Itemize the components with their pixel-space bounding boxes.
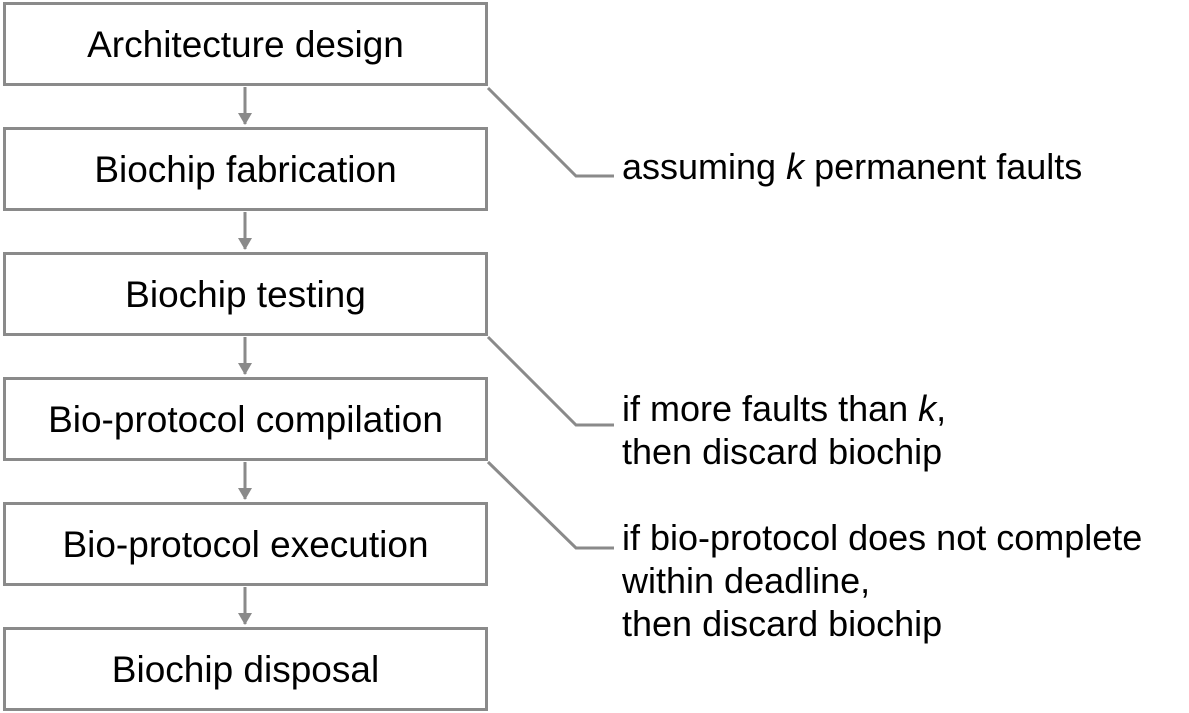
note-line: if bio-protocol does not complete [622, 517, 1143, 558]
note-line: if more faults than k, [622, 387, 946, 430]
note-line: then discard biochip [622, 431, 943, 472]
step-bio-protocol-compilation: Bio-protocol compilation [3, 377, 488, 461]
step-label: Biochip fabrication [94, 148, 397, 190]
leader-line-permanent-faults [486, 86, 614, 178]
note-execution-deadline: if bio-protocol does not complete within… [622, 516, 1142, 645]
leader-line-testing [486, 335, 614, 427]
step-biochip-testing: Biochip testing [3, 252, 488, 336]
note-line: then discard biochip [622, 603, 943, 644]
step-biochip-disposal: Biochip disposal [3, 627, 488, 711]
note-testing-discard: if more faults than k, then discard bioc… [622, 387, 946, 473]
step-label: Biochip testing [125, 273, 366, 315]
note-line: assuming k permanent faults [622, 145, 1082, 188]
note-text: assuming [622, 146, 787, 187]
note-text: if more faults than [622, 388, 919, 429]
step-label: Bio-protocol compilation [48, 398, 443, 440]
step-architecture-design: Architecture design [3, 2, 488, 86]
note-text: , [936, 388, 947, 429]
note-text: permanent faults [804, 146, 1083, 187]
note-line: within deadline, [622, 560, 871, 601]
step-label: Bio-protocol execution [62, 523, 429, 565]
step-bio-protocol-execution: Bio-protocol execution [3, 502, 488, 586]
note-permanent-faults: assuming k permanent faults [622, 145, 1082, 188]
step-label: Architecture design [87, 23, 404, 65]
step-label: Biochip disposal [111, 648, 380, 690]
leader-line-execution [486, 460, 614, 550]
step-biochip-fabrication: Biochip fabrication [3, 127, 488, 211]
variable-k: k [786, 146, 805, 187]
variable-k: k [918, 388, 937, 429]
